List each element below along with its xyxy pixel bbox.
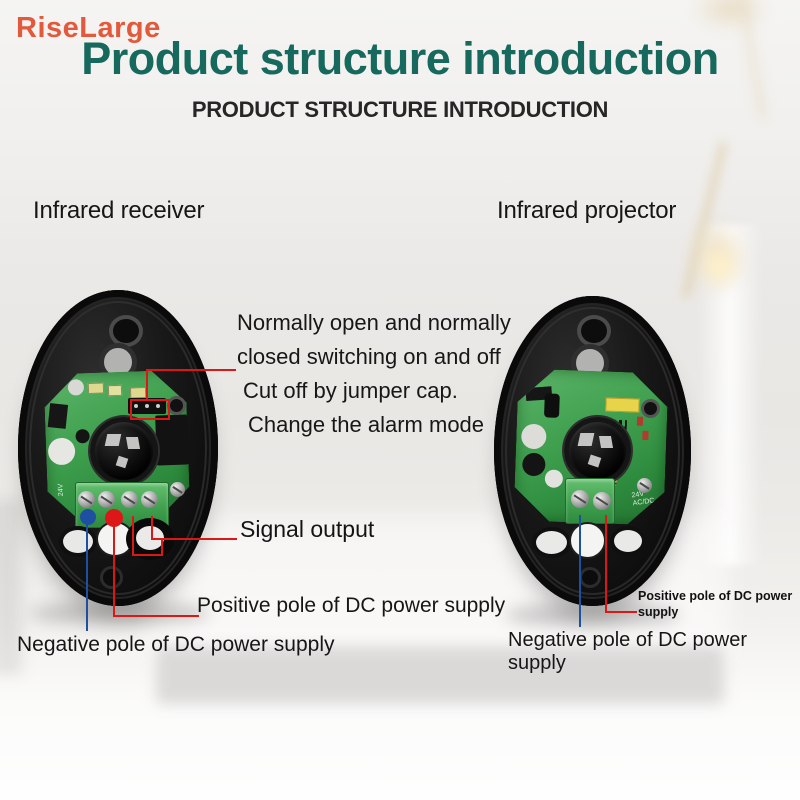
device-shadow — [505, 604, 680, 626]
pcb-component — [522, 453, 546, 477]
pcb-screw-hole — [641, 399, 660, 418]
terminal-screw — [78, 491, 95, 508]
pcb-component — [48, 437, 76, 465]
pcb-component — [545, 469, 564, 488]
pcb-component — [130, 387, 146, 399]
pcb-screw — [170, 482, 185, 497]
label-infrared-projector: Infrared projector — [497, 197, 677, 224]
callout-line — [113, 615, 199, 617]
pcb-component — [637, 417, 643, 426]
cable-hole — [59, 526, 97, 557]
jumper-pins — [128, 398, 166, 414]
pcb-marking-voltage: 24V — [57, 483, 65, 497]
cable-hole — [532, 527, 571, 558]
backdrop-table-shadow — [156, 646, 724, 704]
callout-line — [605, 515, 607, 613]
callout-line — [132, 554, 163, 556]
pcb-component-yellow — [605, 397, 639, 412]
dried-plant-highlight — [698, 242, 740, 290]
terminal-screw — [121, 491, 138, 508]
callout-line — [146, 369, 236, 371]
page-subtitle: PRODUCT STRUCTURE INTRODUCTION — [191, 97, 609, 122]
signal-output-label: Signal output — [240, 516, 375, 542]
callout-line — [151, 538, 237, 540]
annotation-line: Normally open and normally — [237, 310, 511, 335]
brand-logo: RiseLarge — [16, 12, 161, 44]
callout-line — [132, 516, 134, 556]
pcb-component — [75, 429, 89, 443]
annotation-line: Change the alarm mode — [248, 412, 485, 437]
callout-line — [146, 371, 148, 400]
relay-component — [155, 414, 189, 466]
pcb-component — [68, 379, 85, 396]
positive-pole-label-left: Positive pole of DC power supply — [197, 594, 506, 617]
device-shadow — [30, 602, 210, 624]
callout-line — [113, 526, 115, 617]
positive-pole-label-right: Positive pole of DC power supply — [638, 589, 793, 619]
pcb-component — [108, 385, 122, 396]
callout-line — [151, 516, 153, 540]
callout-line-blue — [86, 524, 88, 631]
label-infrared-receiver: Infrared receiver — [33, 197, 205, 224]
device-groove — [29, 301, 207, 595]
dried-plant-blur — [690, 0, 770, 32]
cable-hole — [610, 526, 646, 556]
terminal-screw — [593, 492, 611, 510]
projector-lens — [564, 417, 631, 484]
mounting-hole — [577, 315, 611, 347]
callout-line — [161, 538, 163, 556]
mounting-hole — [100, 566, 123, 589]
jumper-annotation: Normally open and normally closed switch… — [237, 306, 511, 442]
negative-terminal-marker — [80, 509, 96, 525]
positive-terminal-marker — [105, 509, 123, 527]
annotation-line: closed switching on and off — [237, 344, 501, 369]
pcb-component — [88, 382, 104, 394]
terminal-screw — [141, 491, 158, 508]
mounting-hole — [579, 567, 601, 588]
annotation-line: Cut off by jumper cap. — [243, 378, 458, 403]
pcb-component — [521, 424, 547, 450]
receiver-lens — [90, 417, 158, 485]
pcb-screw — [637, 478, 652, 493]
terminal-screw — [98, 491, 115, 508]
mounting-hole — [109, 315, 143, 347]
cable-hole — [569, 522, 606, 559]
callout-line — [605, 611, 637, 613]
device-groove — [505, 307, 680, 595]
terminal-screw — [571, 490, 589, 508]
negative-pole-label-left: Negative pole of DC power supply — [17, 633, 335, 656]
pcb-component — [48, 403, 68, 429]
pcb-component — [642, 431, 648, 440]
negative-pole-label-right: Negative pole of DC power supply — [508, 629, 748, 674]
jumper-highlight-box — [130, 399, 170, 420]
infrared-receiver-device: 24V — [18, 290, 218, 606]
page-title: Product structure introduction — [81, 33, 719, 84]
callout-line-blue — [579, 515, 581, 627]
backdrop-left-shadow — [0, 500, 22, 675]
pcb-component — [544, 393, 560, 418]
